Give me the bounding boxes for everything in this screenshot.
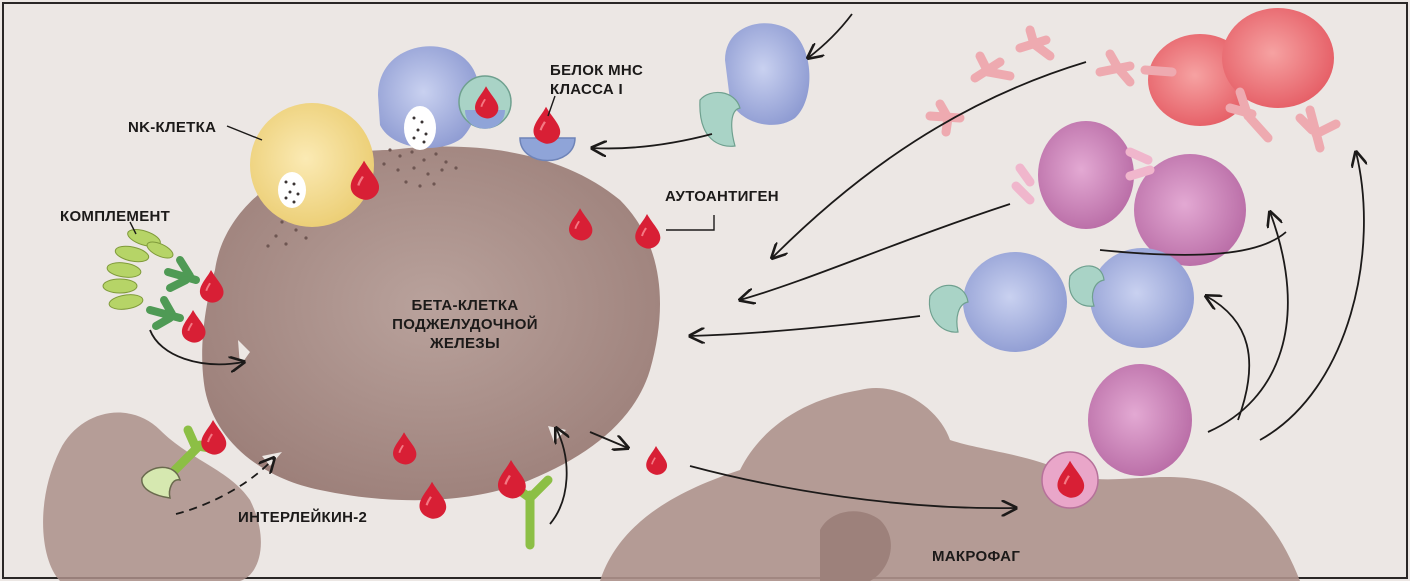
t-cell-mid-1 — [963, 252, 1067, 352]
label-beta-cell-line2: ПОДЖЕЛУДОЧНОЙ — [360, 315, 570, 334]
autoantigen-drop-released — [646, 446, 667, 475]
nk-granule — [278, 172, 306, 208]
label-interleukin2: ИНТЕРЛЕЙКИН-2 — [238, 508, 367, 527]
label-beta-cell: БЕТА-КЛЕТКА ПОДЖЕЛУДОЧНОЙ ЖЕЛЕЗЫ — [360, 296, 570, 353]
antibody-upper-left — [168, 260, 196, 288]
label-nk-cell: NK-КЛЕТКА — [128, 118, 216, 137]
antigen-drop-antibody-2 — [182, 310, 206, 343]
t-cell-receptor-mid-1 — [929, 285, 968, 332]
t-cell-mid-2 — [1090, 248, 1194, 348]
label-beta-cell-line1: БЕТА-КЛЕТКА — [360, 296, 570, 315]
label-mhc-protein-line2: КЛАССА I — [550, 80, 700, 99]
autoantigen-drop-3 — [635, 214, 660, 249]
label-autoantigen: АУТОАНТИГЕН — [665, 187, 779, 206]
label-mhc-protein-line1: БЕЛОК МНС — [550, 61, 700, 80]
t-cell-upper-right — [725, 23, 809, 125]
nk-cell — [250, 103, 374, 227]
b-cell-1 — [1038, 121, 1134, 229]
label-complement: КОМПЛЕМЕНТ — [60, 207, 170, 226]
label-macrophage: МАКРОФАГ — [932, 547, 1020, 566]
label-beta-cell-line3: ЖЕЛЕЗЫ — [360, 334, 570, 353]
antigen-drop-mhc — [533, 107, 560, 144]
label-mhc-protein: БЕЛОК МНС КЛАССА I — [550, 61, 700, 99]
antibody-lower-left — [150, 300, 180, 326]
b-cell-lower — [1088, 364, 1192, 476]
t-cell-granule — [404, 106, 436, 150]
tissue-blob-macrophage-arm — [820, 511, 891, 581]
t-cell-receptor-upper — [700, 92, 740, 146]
